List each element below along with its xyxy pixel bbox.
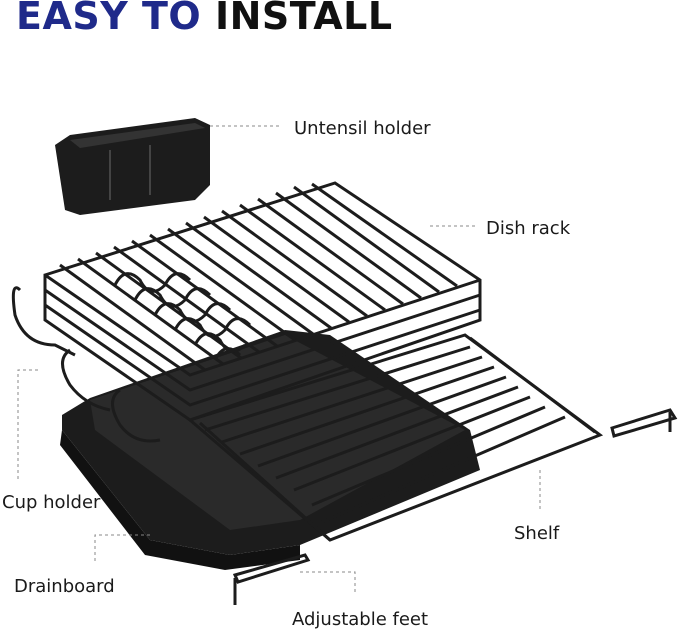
- callout-utensil-holder: Untensil holder: [294, 118, 431, 139]
- drainboard-tray: [60, 330, 480, 570]
- callout-adjustable-feet: Adjustable feet: [292, 609, 429, 630]
- callout-shelf: Shelf: [514, 523, 560, 544]
- callout-cup-holder: Cup holder: [2, 492, 101, 513]
- dish-rack-basket: [11, 181, 482, 443]
- callout-dish-rack: Dish rack: [486, 218, 571, 239]
- leader-lines: [17, 125, 541, 595]
- adjustable-feet: [232, 408, 678, 605]
- headline-rest: INSTALL: [214, 0, 393, 38]
- shelf-grid: [186, 333, 604, 542]
- utensil-holder: [55, 118, 210, 215]
- headline-accent: EASY TO: [16, 0, 202, 38]
- callout-drainboard: Drainboard: [14, 576, 115, 597]
- headline: EASY TO INSTALL: [16, 0, 393, 38]
